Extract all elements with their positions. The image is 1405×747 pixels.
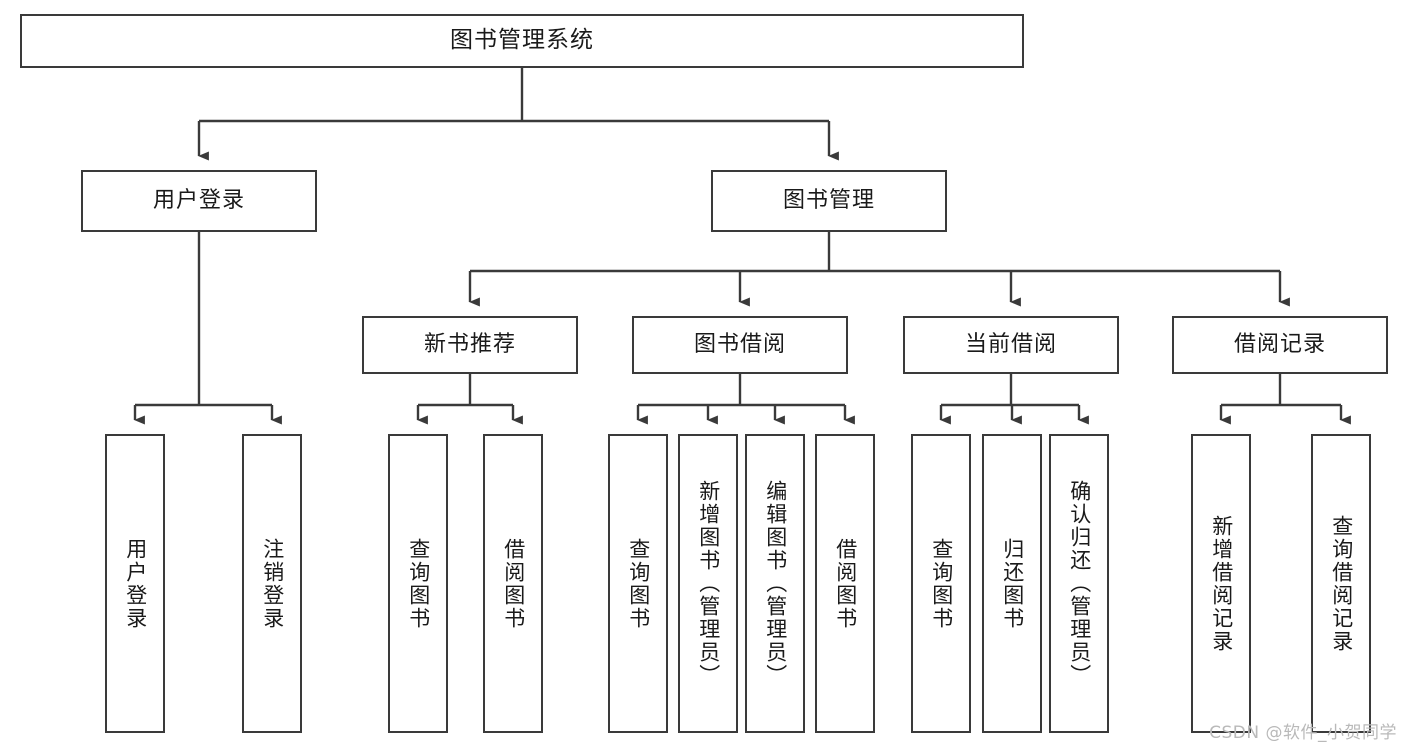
node-leaf-borrow-book-rec[interactable]: 借阅图书 — [483, 434, 543, 733]
node-current-borrow[interactable]: 当前借阅 — [903, 316, 1119, 374]
node-leaf-add-book-admin[interactable]: 新增图书（管理员） — [678, 434, 738, 733]
node-leaf-user-logout[interactable]: 注销登录 — [242, 434, 302, 733]
node-leaf-add-book-admin-label: 新增图书（管理员） — [696, 480, 721, 687]
node-leaf-return-book[interactable]: 归还图书 — [982, 434, 1042, 733]
node-leaf-confirm-return-admin[interactable]: 确认归还（管理员） — [1049, 434, 1109, 733]
node-borrow-record-label: 借阅记录 — [1233, 331, 1326, 357]
edge-bookborrow-to-leaves — [636, 374, 855, 425]
node-root-label: 图书管理系统 — [450, 27, 594, 54]
node-leaf-query-book-borrow-label: 查询图书 — [626, 537, 651, 630]
node-book-manage-label: 图书管理 — [782, 187, 875, 213]
edge-bookmanage-to-level3 — [468, 232, 1290, 307]
node-leaf-borrow-book[interactable]: 借阅图书 — [815, 434, 875, 733]
node-leaf-add-borrow-record[interactable]: 新增借阅记录 — [1191, 434, 1251, 733]
node-borrow-record[interactable]: 借阅记录 — [1172, 316, 1388, 374]
csdn-watermark: CSDN @软件_小贺同学 — [1209, 723, 1397, 743]
edge-userlogin-to-leaves — [133, 232, 282, 425]
node-leaf-add-borrow-record-label: 新增借阅记录 — [1209, 514, 1234, 653]
node-leaf-query-book-rec[interactable]: 查询图书 — [388, 434, 448, 733]
node-user-login-label: 用户登录 — [152, 187, 245, 213]
node-leaf-user-login-label: 用户登录 — [123, 537, 148, 630]
node-new-book-rec[interactable]: 新书推荐 — [362, 316, 578, 374]
node-root[interactable]: 图书管理系统 — [20, 14, 1024, 68]
node-current-borrow-label: 当前借阅 — [964, 331, 1057, 357]
node-leaf-query-book-borrow[interactable]: 查询图书 — [608, 434, 668, 733]
node-leaf-confirm-return-admin-label: 确认归还（管理员） — [1067, 480, 1092, 687]
node-leaf-query-book-rec-label: 查询图书 — [406, 537, 431, 630]
node-leaf-query-borrow-record[interactable]: 查询借阅记录 — [1311, 434, 1371, 733]
node-leaf-query-book-current-label: 查询图书 — [929, 537, 954, 630]
node-book-borrow-label: 图书借阅 — [693, 331, 786, 357]
node-leaf-borrow-book-rec-label: 借阅图书 — [501, 537, 526, 630]
edge-currentborrow-to-leaves — [939, 374, 1089, 425]
node-leaf-edit-book-admin[interactable]: 编辑图书（管理员） — [745, 434, 805, 733]
node-leaf-edit-book-admin-label: 编辑图书（管理员） — [763, 480, 788, 687]
node-leaf-query-book-current[interactable]: 查询图书 — [911, 434, 971, 733]
node-leaf-user-login[interactable]: 用户登录 — [105, 434, 165, 733]
edge-root-to-level2 — [197, 68, 839, 161]
edge-newbookrec-to-leaves — [416, 374, 523, 425]
node-leaf-borrow-book-label: 借阅图书 — [833, 537, 858, 630]
node-book-borrow[interactable]: 图书借阅 — [632, 316, 848, 374]
node-leaf-user-logout-label: 注销登录 — [260, 537, 285, 630]
node-user-login[interactable]: 用户登录 — [81, 170, 317, 232]
node-book-manage[interactable]: 图书管理 — [711, 170, 947, 232]
edge-borrowrecord-to-leaves — [1219, 374, 1351, 425]
node-leaf-query-borrow-record-label: 查询借阅记录 — [1329, 514, 1354, 653]
node-new-book-rec-label: 新书推荐 — [423, 331, 516, 357]
node-leaf-return-book-label: 归还图书 — [1000, 537, 1025, 630]
